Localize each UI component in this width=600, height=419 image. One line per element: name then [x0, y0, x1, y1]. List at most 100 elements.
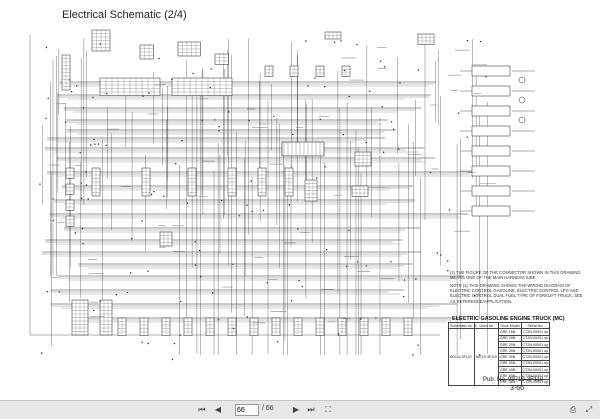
wire-junction [71, 91, 73, 93]
wire-junction [429, 171, 432, 174]
wire-junction [105, 144, 107, 146]
table-cell-used-for: 98719-3F110 [473, 328, 499, 386]
wire-junction [175, 162, 177, 165]
wire-junction [171, 78, 173, 81]
wire-junction [316, 177, 318, 179]
wire-junction [99, 43, 101, 45]
wire-junction [90, 144, 92, 146]
table-cell-schematic: B0016-3F110 [448, 328, 475, 386]
print-icon[interactable]: ⎙ [569, 404, 577, 414]
wire-junction [485, 76, 487, 78]
wire-junction [93, 309, 95, 312]
wire-junction [290, 300, 293, 302]
wire-junction [288, 204, 291, 206]
wire-junction [325, 248, 328, 251]
wire-junction [171, 358, 174, 361]
wire-junction [346, 265, 348, 267]
wire-junction [85, 171, 87, 173]
wire-junction [87, 198, 89, 200]
wire-junction [403, 279, 406, 281]
wire-junction [218, 130, 220, 132]
wire-junction [58, 291, 61, 293]
wire-junction [179, 300, 182, 303]
wire-junction [76, 85, 78, 87]
wire-junction [85, 184, 88, 186]
wire-junction [251, 210, 253, 213]
wire-junction [201, 119, 203, 121]
connector [281, 141, 325, 157]
relay-coil [518, 76, 526, 84]
wire-junction [380, 60, 382, 62]
first-page-icon[interactable]: ⏮ [198, 404, 206, 414]
table-cell-serial: CT2N-00001 up [520, 359, 551, 368]
table-cell-serial: CT2N-00001 up [520, 340, 551, 349]
viewer-toolbar: ⏮ ◀ / 66 ▶ ⏭ ⛶ ⎙ ⤢ [0, 400, 600, 419]
relay-coil [518, 96, 526, 104]
wire-junction [466, 136, 468, 138]
wire-junction [232, 263, 234, 265]
wire-junction [217, 319, 220, 321]
connector [471, 125, 511, 137]
last-page-icon[interactable]: ⏭ [307, 404, 315, 414]
connector [471, 105, 511, 117]
wire-junction [276, 341, 279, 343]
wire-junction [198, 249, 201, 252]
wire-junction [147, 342, 149, 345]
wire-junction [64, 121, 67, 123]
wire-junction [131, 237, 133, 240]
wire-junction [209, 86, 211, 89]
wire-junction [436, 252, 438, 254]
wire-junction [415, 278, 417, 280]
wire-junction [348, 229, 350, 232]
wire-junction [153, 191, 155, 193]
truck-title: ELECTRIC GASOLINE ENGINE TRUCK (MC) [452, 316, 565, 322]
wire-junction [45, 117, 47, 120]
page-number-input[interactable] [235, 404, 259, 416]
wire-junction [115, 294, 118, 296]
wire-junction [97, 143, 100, 145]
next-page-icon[interactable]: ▶ [292, 405, 300, 414]
wire-junction [141, 341, 143, 344]
wire-junction [218, 126, 220, 128]
wire-junction [232, 327, 235, 330]
wire-junction [214, 119, 216, 121]
wire-junction [292, 133, 294, 136]
wire-junction [158, 57, 160, 60]
wire-junction [398, 148, 400, 150]
wire-junction [39, 183, 41, 185]
wire-junction [381, 106, 383, 108]
table-cell-serial: CT2N-00001 up [520, 378, 551, 386]
page-title: Electrical Schematic (2/4) [62, 9, 187, 21]
wire-junction [99, 300, 101, 302]
fullscreen-icon[interactable]: ⤢ [585, 404, 593, 414]
wire-junction [390, 261, 392, 263]
wire-junction [479, 40, 482, 43]
wire-junction [305, 40, 307, 42]
table-cell-serial: CT2N-00001 up [520, 353, 551, 361]
wire-junction [342, 134, 344, 136]
wire-junction [383, 66, 386, 68]
wire-junction [297, 228, 299, 230]
wire-junction [266, 282, 268, 284]
wire-junction [340, 40, 342, 42]
wire-junction [52, 198, 54, 200]
wire-junction [74, 232, 77, 234]
prev-page-icon[interactable]: ◀ [214, 405, 222, 414]
relay-coil [518, 116, 526, 124]
wire-junction [147, 270, 149, 272]
wire-junction [314, 77, 316, 79]
wire-junction [126, 291, 129, 294]
wire-junction [399, 82, 401, 84]
wire-junction [228, 111, 230, 113]
wire-junction [375, 317, 377, 319]
connector [471, 185, 511, 197]
wire-junction [41, 352, 43, 354]
wire-junction [45, 46, 48, 49]
wire-junction [338, 333, 340, 335]
page-number: 3-66 [510, 385, 525, 392]
fit-page-icon[interactable]: ⛶ [325, 404, 331, 414]
